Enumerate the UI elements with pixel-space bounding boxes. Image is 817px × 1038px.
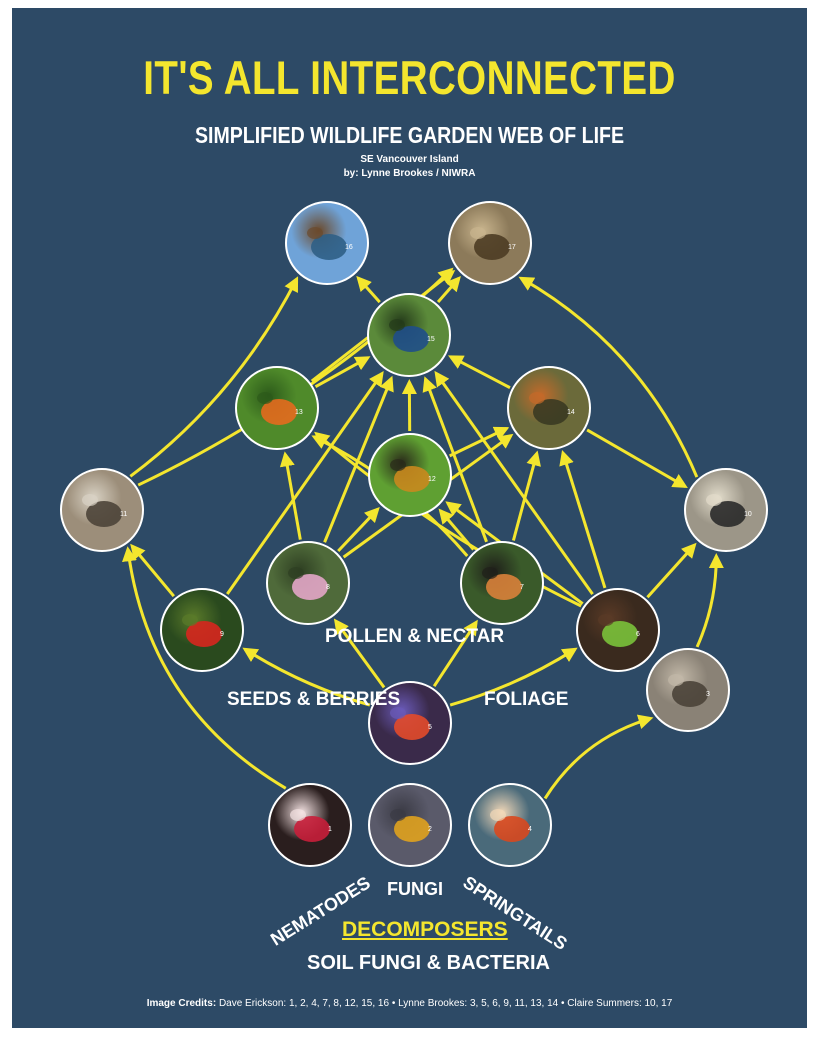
image-credits: Image Credits: Dave Erickson: 1, 2, 4, 7… <box>12 998 807 1009</box>
node-layer: 16 17 15 13 14 12 11 10 8 7 9 6 5 3 1 2 … <box>60 201 768 867</box>
node-fly-agaric-number: 4 <box>528 826 532 833</box>
node-slug-subject <box>672 681 708 707</box>
node-snake-number: 10 <box>744 511 752 518</box>
arrow-caterpillar-to-jay <box>434 370 594 595</box>
poster: IT'S ALL INTERCONNECTED SIMPLIFIED WILDL… <box>12 8 807 1028</box>
byline-text: by: Lynne Brookes / NIWRA <box>343 168 476 179</box>
label-foliage: FOLIAGE <box>484 689 569 710</box>
arrow-wildflowers-to-painted-lady <box>432 619 478 688</box>
arrow-caterpillar-to-hummingbird <box>559 450 607 589</box>
node-painted-lady: 7 <box>460 541 544 625</box>
node-mushroom-number: 1 <box>328 826 332 833</box>
arrow-beetle-to-hummingbird <box>448 426 510 458</box>
main-title: IT'S ALL INTERCONNECTED <box>143 51 676 104</box>
node-berries: 9 <box>160 588 244 672</box>
node-hummingbird-number: 14 <box>567 409 575 416</box>
credits-line: Dave Erickson: 1, 2, 4, 7, 8, 12, 15, 16… <box>218 998 673 1009</box>
label-fungi: FUNGI <box>387 879 443 899</box>
node-nodding-onion-subject <box>292 574 328 600</box>
node-mushroom-subject <box>294 816 330 842</box>
node-hummingbird-subject <box>533 399 569 425</box>
location-text: SE Vancouver Island <box>360 154 459 165</box>
node-caterpillar-number: 6 <box>636 631 640 638</box>
node-fly-agaric: 4 <box>468 783 552 867</box>
node-dragonfly-subject <box>261 399 297 425</box>
label-seeds-berries: SEEDS & BERRIES <box>227 689 401 710</box>
node-berries-subject <box>186 621 222 647</box>
arrow-painted-lady-to-beetle <box>438 508 475 551</box>
arrow-hummingbird-to-jay <box>448 355 511 389</box>
arrow-dragonfly-to-jay <box>314 356 371 389</box>
arrow-fly-agaric-to-slug <box>543 714 654 800</box>
arrow-caterpillar-to-snake <box>646 542 697 599</box>
label-soil-fungi-bacteria: SOIL FUNGI & BACTERIA <box>307 952 550 974</box>
node-dragonfly: 13 <box>235 366 319 450</box>
node-toad-subject <box>86 501 122 527</box>
node-berries-number: 9 <box>220 631 224 638</box>
food-web-diagram: 16 17 15 13 14 12 11 10 8 7 9 6 5 3 1 2 … <box>60 201 768 867</box>
arrow-hummingbird-to-snake <box>586 428 688 489</box>
arrow-toad-to-hawk <box>129 276 299 478</box>
node-owl-subject <box>474 234 510 260</box>
node-snake: 10 <box>684 468 768 552</box>
node-wildflowers: 5 <box>368 681 452 765</box>
node-fly-agaric-subject <box>494 816 530 842</box>
arrow-slug-to-snake <box>695 552 724 648</box>
node-owl-number: 17 <box>508 244 516 251</box>
label-decomposers: DECOMPOSERS <box>342 918 508 941</box>
arrow-painted-lady-to-hummingbird <box>511 450 541 541</box>
arrow-berries-to-jay <box>226 371 384 595</box>
arrow-wildflowers-to-caterpillar <box>449 647 578 707</box>
node-hawk-number: 16 <box>345 244 353 251</box>
arrow-nodding-onion-to-dragonfly <box>279 451 302 540</box>
node-hawk-subject <box>311 234 347 260</box>
subtitle: SIMPLIFIED WILDLIFE GARDEN WEB OF LIFE <box>194 122 624 148</box>
node-caterpillar: 6 <box>576 588 660 672</box>
node-hawk: 16 <box>285 201 369 285</box>
node-toad-number: 11 <box>120 511 127 518</box>
node-snake-subject <box>710 501 746 527</box>
node-jay-number: 15 <box>427 336 435 343</box>
arrow-wildflowers-to-berries <box>242 647 371 707</box>
arrow-berries-to-toad <box>130 543 175 598</box>
node-nodding-onion: 8 <box>266 541 350 625</box>
arrow-painted-lady-to-jay <box>422 376 488 543</box>
node-jay-subject <box>393 326 429 352</box>
node-beetle-subject <box>394 466 430 492</box>
node-beetle-number: 12 <box>428 476 436 483</box>
node-hummingbird: 14 <box>507 366 591 450</box>
arrow-mushroom-to-toad <box>122 546 287 790</box>
node-toad: 11 <box>60 468 144 552</box>
arrow-jay-to-hawk <box>356 275 381 304</box>
node-fungi-subject <box>394 816 430 842</box>
node-owl: 17 <box>448 201 532 285</box>
node-fungi: 2 <box>368 783 452 867</box>
arrow-wildflowers-to-nodding-onion <box>333 618 386 689</box>
node-beetle: 12 <box>368 433 452 517</box>
node-painted-lady-subject <box>486 574 522 600</box>
credits-heading: Image Credits: <box>146 998 217 1009</box>
node-jay: 15 <box>367 293 451 377</box>
node-slug: 3 <box>646 648 730 732</box>
node-painted-lady-number: 7 <box>520 584 524 591</box>
arrow-nodding-onion-to-beetle <box>337 506 380 553</box>
arrow-jay-to-owl <box>436 276 461 303</box>
node-fungi-number: 2 <box>428 826 432 833</box>
node-nodding-onion-number: 8 <box>326 584 330 591</box>
node-dragonfly-number: 13 <box>295 409 303 416</box>
node-mushroom: 1 <box>268 783 352 867</box>
node-wildflowers-subject <box>394 714 430 740</box>
node-wildflowers-number: 5 <box>428 724 432 731</box>
arrow-snake-to-owl <box>518 276 699 478</box>
node-caterpillar-subject <box>602 621 638 647</box>
node-slug-number: 3 <box>706 691 710 698</box>
label-pollen-nectar: POLLEN & NECTAR <box>325 626 505 647</box>
